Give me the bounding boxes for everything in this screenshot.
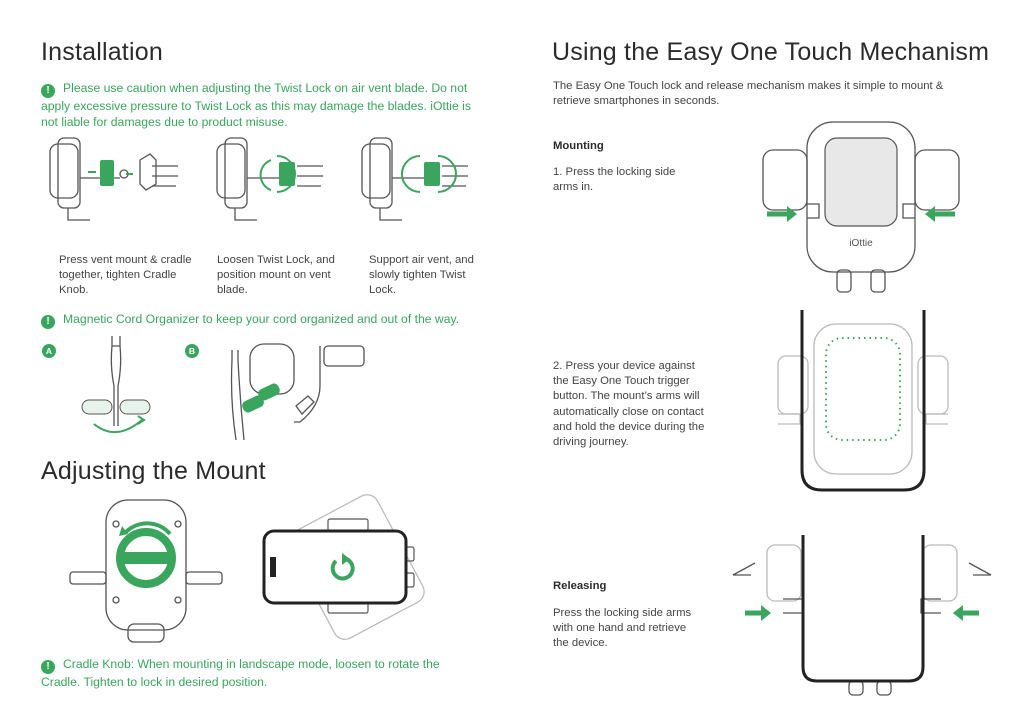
mounting-step2-text: 2. Press your device against the Easy On… [553,360,705,449]
install-step3-illustration [361,137,468,221]
cord-organizer-b-illustration [230,343,365,441]
install-step3-text: Support air vent, and slowly tighten Twi… [369,254,474,297]
releasing-illustration [732,535,992,696]
mechanism-intro: The Easy One Touch lock and release mech… [553,80,944,108]
releasing-heading: Releasing [553,580,607,592]
mechanism-title: Using the Easy One Touch Mechanism [552,38,990,66]
installation-title: Installation [41,38,163,66]
caution-text: Please use caution when adjusting the Tw… [41,81,471,129]
cord-organizer-a-illustration [81,336,151,433]
mounting-heading: Mounting [553,140,604,152]
adjusting-title: Adjusting the Mount [41,457,266,485]
cord-organizer-note: ! Magnetic Cord Organizer to keep your co… [41,311,481,329]
mounting-step1-illustration: iOttie [762,121,960,293]
exclamation-icon: ! [41,315,55,329]
cradle-knob-note: !Cradle Knob: When mounting in landscape… [41,656,471,690]
exclamation-icon: ! [41,660,55,674]
install-step1-text: Press vent mount & cradle together, tigh… [59,254,192,297]
mounting-step2-illustration [777,310,949,492]
brand-logo-text: iOttie [849,238,873,249]
badge-b: B [185,344,199,358]
caution-note: !Please use caution when adjusting the T… [41,80,471,130]
install-step1-illustration [49,137,178,221]
badge-a: A [42,344,56,358]
mounting-step1-text: 1. Press the locking side arms in. [553,166,676,194]
exclamation-icon: ! [41,84,55,98]
install-step2-illustration [216,137,323,221]
cradle-knob-text: Cradle Knob: When mounting in landscape … [41,657,440,689]
cradle-knob-illustration [69,499,223,643]
cord-organizer-text: Magnetic Cord Organizer to keep your cor… [63,312,460,326]
install-step2-text: Loosen Twist Lock, and position mount on… [217,254,335,297]
landscape-rotate-illustration [262,494,425,640]
releasing-text: Press the locking side arms with one han… [553,607,692,650]
